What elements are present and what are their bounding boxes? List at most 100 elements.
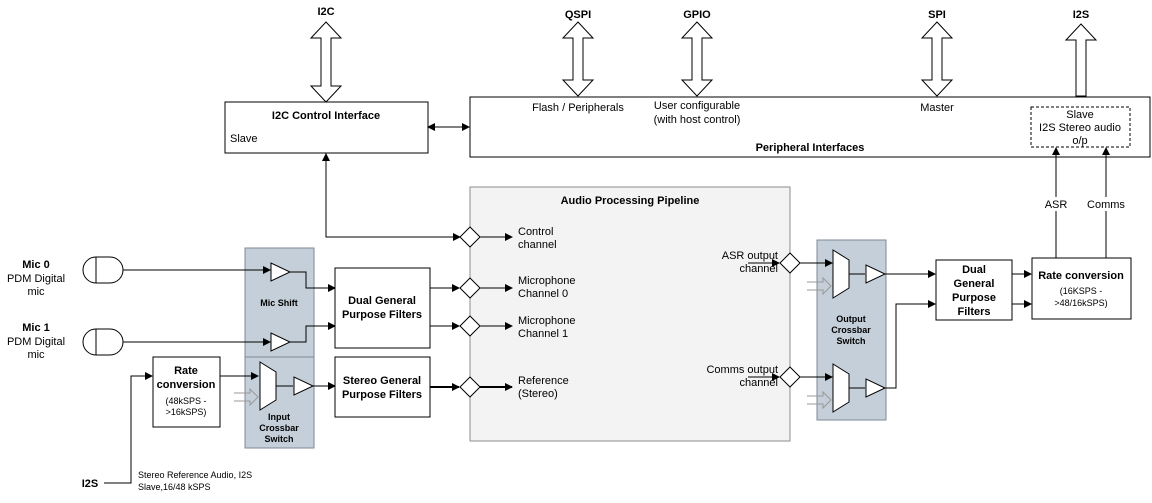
- bus-label-i2s-top: I2S: [1073, 9, 1090, 21]
- out-filters-label-4: Filters: [957, 306, 990, 318]
- out-filters-label-3: Purpose: [952, 292, 996, 304]
- i2s-input-desc-2: Slave,16/48 kSPS: [138, 482, 211, 492]
- i2s-slave-line1: Slave: [1066, 109, 1094, 121]
- rate-in-sub-2: >16kSPS): [166, 407, 207, 417]
- comms-output-label-1: Comms output: [706, 364, 778, 376]
- mic1-symbol: [82, 328, 124, 356]
- port-comms-output: [779, 366, 801, 388]
- mic1-desc-1: PDM Digital: [7, 336, 65, 348]
- mic1-to-filter: [290, 322, 336, 343]
- output-amp-asr: [865, 264, 887, 284]
- output-mux-asr: [832, 249, 850, 299]
- i2s-slave-line2: I2S Stereo audio: [1039, 122, 1121, 134]
- rate-out-title: Rate conversion: [1038, 270, 1124, 282]
- dual-filters-label-2: Purpose Filters: [342, 309, 422, 321]
- i2s-slave-line3: o/p: [1072, 135, 1087, 147]
- rate-conversion-in-box: [152, 356, 221, 428]
- stereo-filters-label-2: Purpose Filters: [342, 389, 422, 401]
- comms-to-out-filter: [885, 300, 936, 389]
- peripheral-user-line2: (with host control): [654, 114, 741, 126]
- stereo-filters-box: [334, 356, 431, 418]
- input-xbar-label-1: Input: [268, 412, 290, 422]
- i2c-control-title: I2C Control Interface: [272, 110, 380, 122]
- bus-label-spi: SPI: [928, 9, 946, 21]
- rate-in-title-1: Rate: [174, 365, 198, 377]
- bus-arrow-i2s-out: [1064, 23, 1098, 97]
- input-xbar-label-3: Switch: [264, 434, 293, 444]
- peripheral-master: Master: [920, 102, 954, 114]
- port-mic1: [459, 315, 481, 337]
- rate-out-sub-1: (16KSPS -: [1060, 286, 1103, 296]
- rate-in-title-2: conversion: [157, 379, 216, 391]
- output-xbar-label-1: Output: [836, 314, 866, 324]
- output-amp-comms: [865, 378, 887, 398]
- out-filters-box: [935, 259, 1013, 321]
- port-reference: [459, 376, 481, 398]
- out-filters-label-2: General: [954, 278, 995, 290]
- asr-output-label-1: ASR output: [722, 250, 778, 262]
- dual-filters-box: [334, 267, 431, 349]
- bus-label-i2s-bottom: I2S: [82, 478, 99, 490]
- reference-label-1: Reference: [518, 375, 569, 387]
- mic1-desc-2: mic: [27, 349, 45, 361]
- port-control: [459, 226, 481, 248]
- mic0-channel-label-2: Channel 0: [518, 288, 568, 300]
- control-label-2: channel: [518, 239, 557, 251]
- output-ghost-arrow-asr: [807, 276, 832, 296]
- rate-in-sub-1: (48kSPS -: [165, 396, 206, 406]
- port-asr-output: [779, 252, 801, 274]
- comms-label-bg: [1085, 197, 1129, 211]
- comms-label: Comms: [1087, 199, 1125, 211]
- audio-pipeline-box: [469, 186, 791, 442]
- mic0-symbol: [82, 256, 124, 284]
- mic-shift-amp-1: [270, 332, 292, 352]
- mic-shift-label: Mic Shift: [260, 298, 298, 308]
- rate-out-sub-2: >48/16kSPS): [1054, 298, 1107, 308]
- mic0-channel-label-1: Microphone: [518, 275, 575, 287]
- rate-conversion-out-box: [1031, 257, 1132, 320]
- mic1-title: Mic 1: [22, 322, 50, 334]
- mic0-to-filter: [290, 271, 336, 292]
- output-xbar-label-2: Crossbar: [831, 325, 871, 335]
- i2s-input-desc-1: Stereo Reference Audio, I2S: [138, 470, 252, 480]
- input-mux: [259, 361, 277, 411]
- bus-label-i2c: I2C: [317, 6, 334, 18]
- peripheral-interfaces-title: Peripheral Interfaces: [756, 142, 865, 154]
- mic0-title: Mic 0: [22, 259, 50, 271]
- mic0-desc-2: mic: [27, 286, 45, 298]
- stereo-filters-label-1: Stereo General: [343, 375, 421, 387]
- bus-label-gpio: GPIO: [683, 9, 711, 21]
- audio-pipeline-title: Audio Processing Pipeline: [561, 195, 700, 207]
- i2s-slave-box: [1030, 106, 1131, 148]
- bus-arrow-spi: [920, 21, 954, 97]
- input-xbar-ghost-arrow: [234, 387, 259, 407]
- dual-filters-label-1: Dual General: [348, 295, 416, 307]
- comms-output-label-2: channel: [739, 377, 778, 389]
- peripheral-user-line1: User configurable: [654, 100, 740, 112]
- control-label-1: Control: [518, 226, 553, 238]
- mic0-desc-1: PDM Digital: [7, 273, 65, 285]
- reference-label-2: (Stereo): [518, 388, 558, 400]
- bus-arrow-gpio: [680, 21, 714, 97]
- bus-arrow-i2c: [309, 21, 343, 103]
- i2c-control-box: [224, 101, 429, 154]
- out-filters-label-1: Dual: [962, 264, 986, 276]
- bus-label-qspi: QSPI: [565, 9, 591, 21]
- output-ghost-arrow-comms: [807, 390, 832, 410]
- port-mic0: [459, 277, 481, 299]
- asr-output-label-2: channel: [739, 263, 778, 275]
- bus-arrow-qspi: [561, 21, 595, 97]
- asr-label: ASR: [1045, 199, 1068, 211]
- asr-label-bg: [1040, 197, 1072, 211]
- mic1-channel-label-1: Microphone: [518, 315, 575, 327]
- input-xbar-amp: [293, 376, 315, 396]
- pipeline-input-ports: [459, 226, 481, 398]
- peripheral-flash: Flash / Peripherals: [532, 102, 624, 114]
- i2c-control-sub: Slave: [230, 133, 258, 145]
- i2s-input-line: [104, 372, 153, 484]
- control-link: [325, 153, 461, 241]
- input-xbar-label-2: Crossbar: [259, 423, 299, 433]
- mic-shift-amp-0: [270, 262, 292, 282]
- output-xbar-label-3: Switch: [836, 336, 865, 346]
